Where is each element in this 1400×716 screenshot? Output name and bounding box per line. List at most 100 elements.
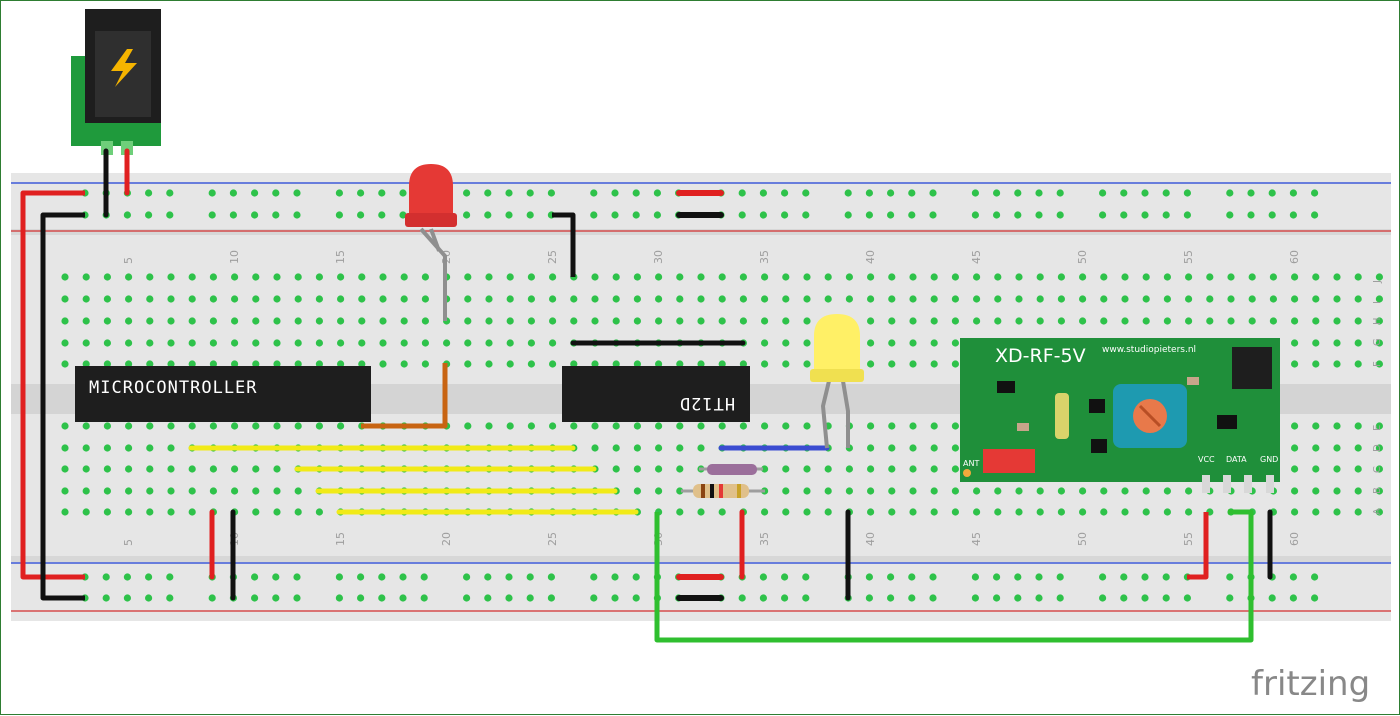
breadboard-hole: [909, 339, 917, 347]
breadboard-hole: [102, 573, 110, 581]
breadboard-hole: [145, 594, 153, 602]
breadboard-hole: [611, 211, 619, 219]
breadboard-hole: [1311, 211, 1319, 219]
breadboard-hole: [273, 508, 281, 516]
breadboard-hole: [506, 422, 514, 430]
breadboard-hole: [929, 594, 937, 602]
breadboard-hole: [718, 508, 726, 516]
breadboard-hole: [951, 317, 960, 325]
rf-module-crystal: [983, 449, 1035, 473]
breadboard-hole: [973, 508, 981, 516]
breadboard-hole: [1079, 295, 1087, 303]
breadboard-hole: [888, 317, 896, 325]
breadboard-hole: [82, 422, 90, 430]
breadboard-hole: [1333, 444, 1341, 452]
breadboard-hole: [1014, 211, 1022, 219]
breadboard-hole: [802, 573, 810, 581]
breadboard-hole: [887, 594, 895, 602]
breadboard-hole: [1057, 508, 1065, 516]
breadboard-hole: [1226, 573, 1234, 581]
breadboard-hole: [803, 360, 811, 368]
breadboard-hole: [1354, 360, 1362, 368]
breadboard-hole: [485, 360, 493, 368]
col-num: 15: [334, 532, 347, 546]
breadboard-hole: [1312, 360, 1320, 368]
breadboard-hole: [761, 422, 769, 430]
breadboard-hole: [1141, 211, 1149, 219]
breadboard-hole: [761, 508, 769, 516]
rf-receiver-module: XD-RF-5V www.studiopieters.nl ANT VCC DA…: [960, 338, 1280, 493]
breadboard-hole: [315, 422, 323, 430]
breadboard-hole: [1247, 189, 1255, 197]
breadboard-hole: [1312, 444, 1320, 452]
breadboard-hole: [527, 295, 536, 303]
breadboard-hole: [102, 594, 110, 602]
breadboard-hole: [252, 339, 260, 347]
breadboard-hole: [739, 273, 748, 281]
breadboard-hole: [761, 465, 769, 473]
breadboard-hole: [145, 573, 153, 581]
breadboard-hole: [590, 573, 598, 581]
breadboard-hole: [909, 317, 917, 325]
breadboard-hole: [103, 508, 111, 516]
breadboard-hole: [506, 360, 514, 368]
breadboard-hole: [1312, 422, 1320, 430]
breadboard-hole: [378, 573, 386, 581]
breadboard-hole: [1141, 189, 1149, 197]
microcontroller-body: [75, 366, 371, 422]
breadboard-hole: [676, 444, 684, 452]
breadboard-hole: [739, 360, 748, 368]
col-num: 60: [1288, 532, 1301, 546]
col-num: 50: [1076, 250, 1089, 264]
breadboard-hole: [739, 295, 748, 303]
breadboard-hole: [930, 444, 938, 452]
breadboard-hole: [1014, 189, 1022, 197]
decoder-body: [562, 366, 750, 422]
breadboard-hole: [1162, 594, 1170, 602]
breadboard-hole: [145, 189, 153, 197]
breadboard-hole: [1354, 317, 1362, 325]
breadboard-hole: [379, 360, 387, 368]
breadboard-hole: [231, 339, 239, 347]
breadboard-hole: [400, 339, 408, 347]
breadboard-hole: [82, 508, 90, 516]
breadboard-hole: [61, 487, 69, 495]
breadboard-hole: [570, 317, 578, 325]
breadboard-hole: [505, 594, 513, 602]
breadboard-hole: [718, 360, 726, 368]
breadboard-hole: [294, 422, 302, 430]
breadboard-hole: [188, 508, 196, 516]
breadboard-hole: [633, 422, 642, 430]
breadboard-hole: [867, 295, 875, 303]
breadboard-hole: [611, 189, 619, 197]
breadboard-hole: [781, 189, 789, 197]
breadboard-hole: [1035, 573, 1043, 581]
breadboard-hole: [632, 573, 640, 581]
breadboard-hole: [802, 594, 810, 602]
breadboard-hole: [718, 317, 726, 325]
breadboard-hole: [929, 189, 937, 197]
breadboard-hole: [1354, 422, 1362, 430]
breadboard-hole: [782, 339, 790, 347]
breadboard-hole: [231, 422, 239, 430]
breadboard-hole: [1163, 295, 1171, 303]
breadboard-hole: [125, 295, 133, 303]
breadboard-hole: [506, 339, 514, 347]
breadboard-hole: [421, 295, 429, 303]
breadboard-hole: [1206, 295, 1214, 303]
breadboard-hole: [1163, 317, 1171, 325]
col-num: 25: [546, 532, 559, 546]
breadboard-hole: [759, 189, 768, 197]
decoder-chip: HT12D: [562, 366, 750, 422]
breadboard-hole: [782, 422, 790, 430]
breadboard-hole: [294, 508, 302, 516]
breadboard-hole: [1015, 487, 1023, 495]
col-num: 40: [864, 532, 877, 546]
breadboard-hole: [738, 189, 746, 197]
breadboard-hole: [1121, 317, 1129, 325]
rf-module-smd-6: [1017, 423, 1029, 431]
breadboard-hole: [971, 211, 980, 219]
breadboard-hole: [951, 360, 960, 368]
breadboard-hole: [1375, 339, 1383, 347]
col-num: 60: [1288, 250, 1301, 264]
